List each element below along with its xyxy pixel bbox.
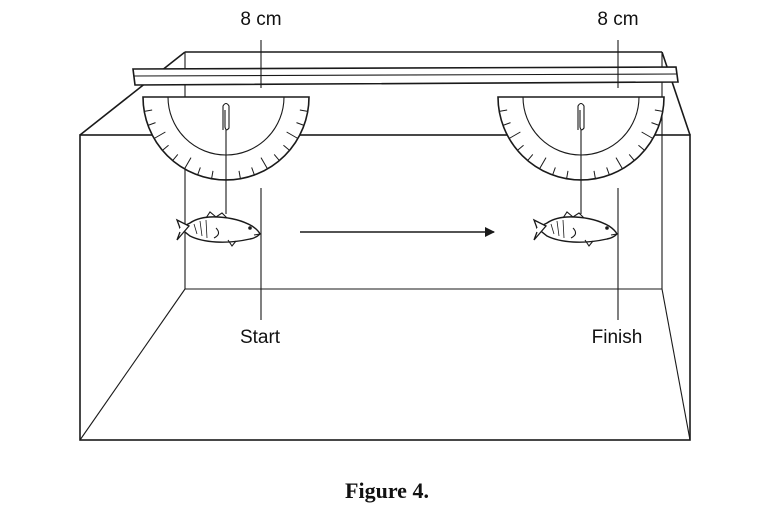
tank-front-face	[79, 134, 691, 441]
protractor-tick	[251, 167, 255, 176]
protractor-tick	[606, 167, 610, 176]
protractor-tick	[260, 157, 268, 170]
label-start: Start	[240, 327, 281, 348]
label-right-8cm: 8 cm	[597, 9, 638, 30]
tank	[79, 51, 691, 441]
protractor-tick	[296, 122, 305, 126]
protractor-tick	[283, 144, 290, 151]
ruler-rod	[132, 66, 679, 86]
protractor-tick	[566, 170, 569, 179]
protractor-tick	[197, 167, 201, 176]
tank-floor-left-edge	[79, 288, 186, 441]
paper-clip-left	[222, 102, 230, 131]
protractor-tick	[654, 109, 663, 112]
protractor-tick	[615, 157, 623, 170]
protractor-tick	[238, 170, 241, 179]
protractor-tick	[162, 144, 169, 151]
protractor-tick	[539, 157, 547, 170]
protractor-tick	[499, 109, 508, 112]
tank-top-left-edge	[79, 51, 186, 136]
tank-top-right-edge	[661, 51, 691, 136]
protractor-tick	[552, 167, 556, 176]
fish-start	[175, 211, 261, 247]
protractor-tick	[184, 157, 192, 170]
protractor-tick	[527, 154, 534, 161]
protractor-tick	[508, 131, 521, 139]
fish-finish	[532, 211, 618, 247]
protractor-tick	[628, 154, 635, 161]
figure-caption: Figure 4.	[345, 478, 429, 503]
protractor-tick	[641, 131, 654, 139]
label-finish: Finish	[592, 327, 643, 348]
protractor-left-ticks	[144, 109, 308, 180]
protractor-tick	[593, 170, 596, 179]
paper-clip-right	[577, 102, 585, 131]
protractor-tick	[517, 144, 524, 151]
protractor-tick	[153, 131, 166, 139]
protractor-tick	[273, 154, 280, 161]
label-left-8cm: 8 cm	[240, 9, 281, 30]
protractor-tick	[651, 122, 660, 126]
tank-floor-right-edge	[661, 288, 691, 441]
protractor-tick	[144, 109, 153, 112]
protractor-tick	[147, 122, 156, 126]
protractor-tick	[299, 109, 308, 112]
protractor-tick	[502, 122, 511, 126]
protractor-tick	[172, 154, 179, 161]
protractor-tick	[211, 170, 214, 179]
protractor-tick	[286, 131, 299, 139]
protractor-tick	[638, 144, 645, 151]
